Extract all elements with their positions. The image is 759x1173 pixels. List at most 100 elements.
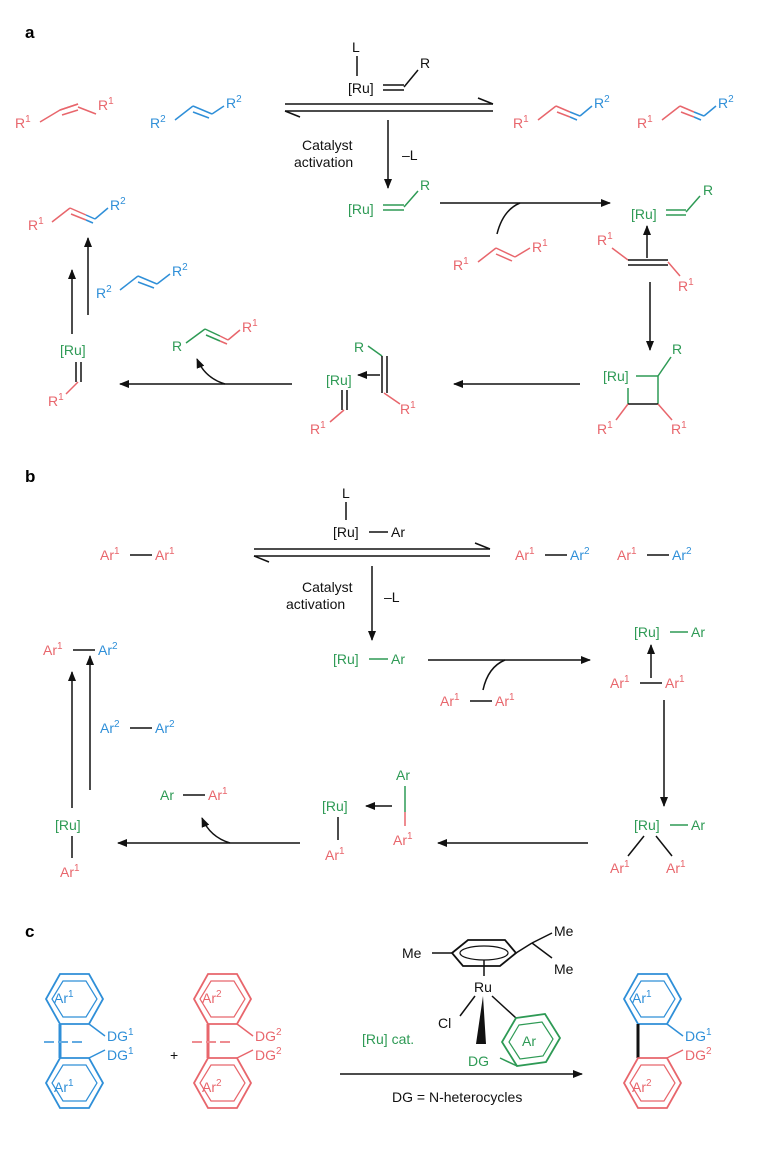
svg-text:Ar1: Ar1 bbox=[665, 674, 685, 691]
svg-text:[Ru]: [Ru] bbox=[60, 342, 86, 358]
svg-text:R1: R1 bbox=[15, 114, 31, 131]
svg-text:Ar2: Ar2 bbox=[155, 719, 175, 736]
svg-text:Ar2: Ar2 bbox=[672, 546, 692, 563]
sigma-complex-b: [Ru] Ar Ar1 Ar1 bbox=[610, 624, 705, 691]
svg-text:R: R bbox=[354, 339, 364, 355]
metallacycle-a: [Ru] R R1 R1 bbox=[597, 341, 687, 437]
product-complex-b: Ar Ar1 [Ru] Ar1 bbox=[322, 767, 413, 863]
svg-text:[Ru]: [Ru] bbox=[333, 651, 359, 667]
svg-text:activation: activation bbox=[286, 596, 345, 612]
activation-text-1: Catalyst bbox=[302, 137, 353, 153]
svg-text:Ar1: Ar1 bbox=[54, 1078, 74, 1095]
svg-text:Ar1: Ar1 bbox=[610, 674, 630, 691]
svg-text:[Ru]: [Ru] bbox=[603, 368, 629, 384]
svg-text:R1: R1 bbox=[637, 114, 653, 131]
ru-alkylidene-r1: [Ru] R1 bbox=[48, 342, 86, 409]
svg-text:DG1: DG1 bbox=[107, 1027, 134, 1044]
svg-text:R1: R1 bbox=[242, 318, 258, 335]
svg-text:R1: R1 bbox=[513, 114, 529, 131]
alkene-r2-r2: R2 R2 bbox=[150, 94, 242, 131]
svg-text:Me: Me bbox=[554, 923, 574, 939]
svg-text:DG2: DG2 bbox=[685, 1046, 712, 1063]
svg-text:DG1: DG1 bbox=[685, 1027, 712, 1044]
svg-text:Ar: Ar bbox=[391, 524, 405, 540]
svg-text:Ar1: Ar1 bbox=[60, 863, 80, 880]
svg-text:R1: R1 bbox=[98, 96, 114, 113]
svg-text:Catalyst: Catalyst bbox=[302, 579, 353, 595]
panel-a-label: a bbox=[25, 23, 35, 42]
svg-text:Ar1: Ar1 bbox=[43, 641, 63, 658]
product-complex-a: R R1 [Ru] R1 bbox=[310, 339, 416, 437]
alkene-r1-r1: R1 R1 bbox=[15, 96, 114, 131]
svg-text:Ar1: Ar1 bbox=[54, 989, 74, 1006]
svg-text:L: L bbox=[342, 485, 350, 501]
biaryl-product-b2: Ar1 Ar2 bbox=[617, 546, 692, 563]
svg-text:R1: R1 bbox=[48, 392, 64, 409]
ru-aryl-b: [Ru] Ar bbox=[333, 651, 405, 667]
svg-text:Ar: Ar bbox=[396, 767, 410, 783]
activation-a: Catalyst activation –L bbox=[294, 120, 418, 189]
svg-text:Ar2: Ar2 bbox=[98, 641, 118, 658]
svg-text:Ar1: Ar1 bbox=[610, 859, 630, 876]
svg-text:Ar: Ar bbox=[691, 624, 705, 640]
oxidative-addition-b: [Ru] Ar Ar1 Ar1 bbox=[610, 817, 705, 876]
svg-text:R2: R2 bbox=[226, 94, 242, 111]
svg-text:DG2: DG2 bbox=[255, 1046, 282, 1063]
released-biaryl-b: Ar Ar1 bbox=[160, 786, 228, 803]
svg-text:Me: Me bbox=[402, 945, 422, 961]
ru-carbene-a: [Ru] R bbox=[348, 177, 430, 217]
panel-b-label: b bbox=[25, 467, 35, 486]
svg-text:[Ru]: [Ru] bbox=[333, 524, 359, 540]
blue-biaryl-dimer: Ar1 DG1 Ar1 DG1 bbox=[44, 973, 134, 1109]
biaryl-ar1-ar1: Ar1 Ar1 bbox=[100, 546, 175, 563]
biaryl-product-b1: Ar1 Ar2 bbox=[515, 546, 590, 563]
panel-c: c Ar1 DG1 Ar1 DG1 + Ar2 DG2 bbox=[25, 922, 712, 1109]
released-alkene-a: R R1 bbox=[172, 318, 258, 354]
svg-text:Ar1: Ar1 bbox=[617, 546, 637, 563]
svg-text:R1: R1 bbox=[597, 231, 613, 248]
svg-text:Ar1: Ar1 bbox=[155, 546, 175, 563]
svg-text:Ar1: Ar1 bbox=[632, 989, 652, 1006]
svg-text:R2: R2 bbox=[110, 196, 126, 213]
activation-b: Catalyst activation –L bbox=[286, 566, 400, 641]
catalyst-label: [Ru] cat. bbox=[362, 1031, 414, 1047]
svg-text:Ar2: Ar2 bbox=[632, 1078, 652, 1095]
svg-text:R: R bbox=[172, 338, 182, 354]
activation-text-2: activation bbox=[294, 154, 353, 170]
red-biaryl-dimer: Ar2 DG2 Ar2 DG2 bbox=[192, 973, 282, 1109]
svg-text:Ar: Ar bbox=[522, 1033, 536, 1049]
svg-text:Ar2: Ar2 bbox=[570, 546, 590, 563]
ru-aryl-left-b: [Ru] Ar1 bbox=[55, 817, 81, 880]
svg-text:[Ru]: [Ru] bbox=[322, 798, 348, 814]
svg-text:R2: R2 bbox=[718, 94, 734, 111]
svg-text:R: R bbox=[672, 341, 682, 357]
condition-label: DG = N-heterocycles bbox=[392, 1089, 522, 1105]
svg-text:–L: –L bbox=[384, 589, 400, 605]
catalyst-b: L [Ru] Ar bbox=[333, 485, 405, 540]
svg-text:R: R bbox=[703, 182, 713, 198]
svg-text:Ar2: Ar2 bbox=[100, 719, 120, 736]
r-label: R bbox=[420, 55, 430, 71]
svg-text:R1: R1 bbox=[400, 400, 416, 417]
svg-text:R: R bbox=[420, 177, 430, 193]
alkene-r2-reagent: R2 R2 bbox=[96, 262, 188, 301]
biaryl-reagent-b: Ar1 Ar1 bbox=[440, 692, 515, 709]
equilibrium-arrows-b bbox=[253, 542, 491, 563]
ruthenium-cymene-catalyst: Me Me Me Ru Cl Ar DG bbox=[402, 923, 574, 1069]
catalyst-a: L [Ru] R bbox=[348, 39, 430, 96]
product-biaryl-c: Ar1 DG1 Ar2 DG2 bbox=[622, 973, 712, 1109]
svg-text:Ar1: Ar1 bbox=[100, 546, 120, 563]
svg-text:Ar1: Ar1 bbox=[515, 546, 535, 563]
svg-text:R1: R1 bbox=[28, 216, 44, 233]
plus-sign: + bbox=[170, 1047, 178, 1063]
svg-text:R1: R1 bbox=[671, 420, 687, 437]
svg-text:Me: Me bbox=[554, 961, 574, 977]
biaryl-reagent-ar2: Ar2 Ar2 bbox=[100, 719, 175, 736]
svg-text:R2: R2 bbox=[150, 114, 166, 131]
svg-text:DG2: DG2 bbox=[255, 1027, 282, 1044]
svg-text:[Ru]: [Ru] bbox=[634, 817, 660, 833]
svg-text:Ar2: Ar2 bbox=[202, 989, 222, 1006]
svg-text:DG: DG bbox=[468, 1053, 489, 1069]
alkene-reagent: R1 R1 bbox=[453, 238, 548, 273]
